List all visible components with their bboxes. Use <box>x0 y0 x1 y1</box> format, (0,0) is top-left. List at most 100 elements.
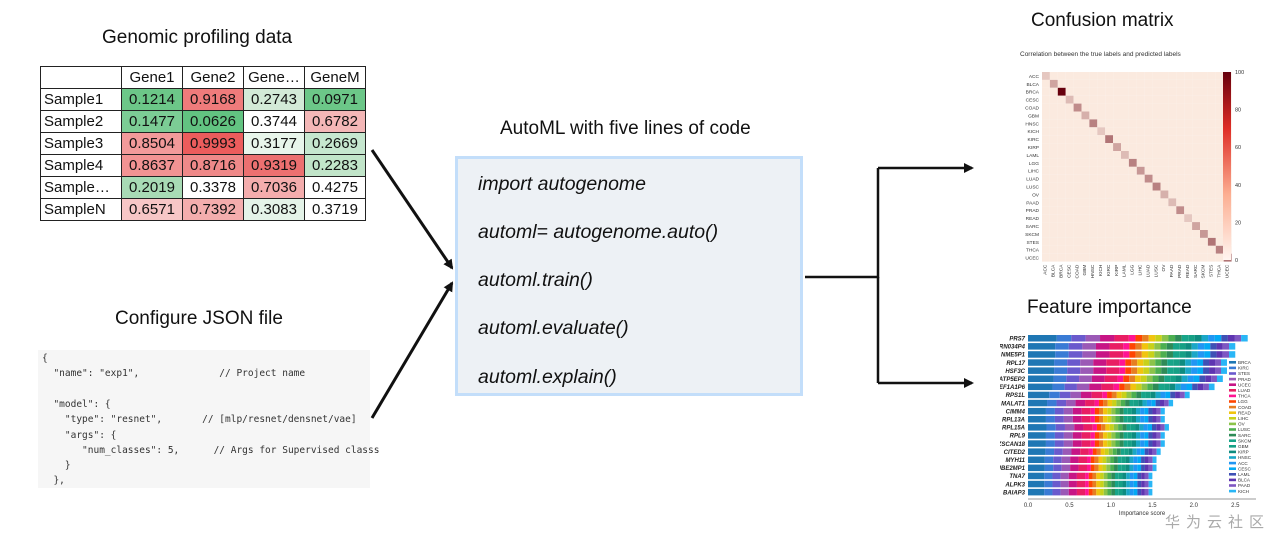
importance-bar-segment <box>1149 367 1156 374</box>
importance-bar-segment <box>1028 464 1045 472</box>
matrix-cell <box>1136 143 1145 151</box>
importance-bar-segment <box>1093 367 1107 374</box>
matrix-cell <box>1049 245 1058 254</box>
matrix-cell <box>1152 103 1161 112</box>
matrix-cell <box>1113 198 1121 207</box>
matrix-cell <box>1049 222 1058 230</box>
importance-bar-segment <box>1136 416 1141 423</box>
matrix-cell <box>1128 95 1137 104</box>
importance-bar-segment <box>1144 432 1149 439</box>
matrix-cell <box>1042 253 1050 262</box>
matrix-y-label: LIHC <box>1028 169 1039 175</box>
matrix-cell <box>1121 230 1129 238</box>
importance-bar-segment <box>1209 367 1216 374</box>
matrix-cell <box>1089 237 1098 246</box>
matrix-cell <box>1192 182 1200 191</box>
importance-bar-segment <box>1150 391 1156 399</box>
importance-bar-segment <box>1111 440 1116 447</box>
importance-bar-segment <box>1222 351 1230 358</box>
matrix-cell <box>1176 158 1185 167</box>
matrix-cell <box>1042 103 1050 112</box>
importance-bar-segment <box>1119 416 1124 423</box>
matrix-y-label: LAML <box>1026 153 1039 159</box>
matrix-cell <box>1097 237 1106 246</box>
colorbar-tick: 80 <box>1235 108 1241 114</box>
importance-bar-segment <box>1088 448 1093 455</box>
matrix-cell <box>1215 79 1224 88</box>
importance-bar-segment <box>1103 488 1108 496</box>
importance-bar-segment <box>1205 375 1212 382</box>
matrix-x-label: LUAD <box>1145 264 1151 277</box>
importance-bar-segment <box>1028 456 1045 463</box>
matrix-cell <box>1136 182 1145 191</box>
importance-bar-segment <box>1109 351 1124 358</box>
importance-bar-segment <box>1111 488 1115 496</box>
importance-bar-segment <box>1090 407 1095 415</box>
importance-bar-segment <box>1119 367 1126 374</box>
importance-bar-segment <box>1089 383 1102 391</box>
importance-bar-segment <box>1143 424 1148 431</box>
importance-bar-segment <box>1072 440 1082 447</box>
matrix-cell <box>1065 79 1074 88</box>
matrix-cell <box>1136 119 1145 128</box>
matrix-cell <box>1065 253 1074 262</box>
matrix-cell <box>1105 174 1114 183</box>
arrow-table-to-automl <box>370 149 454 270</box>
importance-bar-segment <box>1119 440 1124 447</box>
table-cell: 0.2283 <box>304 154 366 177</box>
matrix-y-label: SARC <box>1026 224 1040 230</box>
matrix-cell <box>1049 253 1058 262</box>
matrix-cell-diagonal <box>1073 103 1082 112</box>
matrix-cell <box>1089 143 1098 151</box>
matrix-cell <box>1049 119 1058 128</box>
matrix-cell <box>1081 79 1090 88</box>
matrix-y-label: KIRC <box>1028 137 1040 143</box>
matrix-cell <box>1065 222 1074 230</box>
importance-bar-segment <box>1126 391 1132 399</box>
importance-bar-segment <box>1144 464 1149 472</box>
importance-bar-segment <box>1185 367 1192 374</box>
importance-bar-segment <box>1064 424 1075 431</box>
matrix-cell <box>1105 245 1114 254</box>
matrix-cell <box>1200 237 1208 246</box>
importance-bar-segment <box>1028 343 1056 350</box>
matrix-cell <box>1160 253 1169 262</box>
matrix-cell <box>1168 190 1177 199</box>
matrix-cell <box>1176 198 1185 207</box>
matrix-y-label: READ <box>1026 216 1040 222</box>
importance-bar-segment <box>1161 335 1169 342</box>
importance-bar-segment <box>1107 440 1112 447</box>
importance-bar-segment <box>1127 440 1132 447</box>
matrix-cell <box>1089 190 1098 199</box>
matrix-cell <box>1128 182 1137 191</box>
table-cell: 0.3744 <box>243 110 305 133</box>
matrix-cell <box>1113 182 1121 191</box>
table-header-row: Gene1 Gene2 Gene… GeneM <box>40 66 366 89</box>
matrix-cell <box>1160 135 1169 144</box>
importance-bar-segment <box>1137 480 1142 488</box>
matrix-cell <box>1160 151 1169 159</box>
matrix-cell <box>1073 245 1082 254</box>
matrix-cell <box>1192 119 1200 128</box>
matrix-x-label: LAML <box>1122 264 1128 277</box>
importance-bar-segment <box>1045 440 1055 447</box>
matrix-cell <box>1105 158 1114 167</box>
matrix-x-label: HNSC <box>1090 264 1096 278</box>
importance-bar-segment <box>1126 424 1131 431</box>
matrix-cell <box>1144 72 1153 80</box>
importance-bar-segment <box>1046 424 1056 431</box>
importance-bar-segment <box>1215 359 1222 366</box>
matrix-y-label: SKCM <box>1025 232 1039 238</box>
matrix-cell <box>1168 174 1177 183</box>
matrix-cell <box>1207 166 1216 175</box>
matrix-cell <box>1200 190 1208 199</box>
importance-bar-segment <box>1152 383 1159 391</box>
matrix-cell <box>1160 143 1169 151</box>
importance-bar-segment <box>1133 480 1138 488</box>
importance-bar-segment <box>1172 343 1180 350</box>
importance-bar-segment <box>1203 383 1209 391</box>
table-cell: 0.9319 <box>243 154 305 177</box>
matrix-cell <box>1097 111 1106 120</box>
